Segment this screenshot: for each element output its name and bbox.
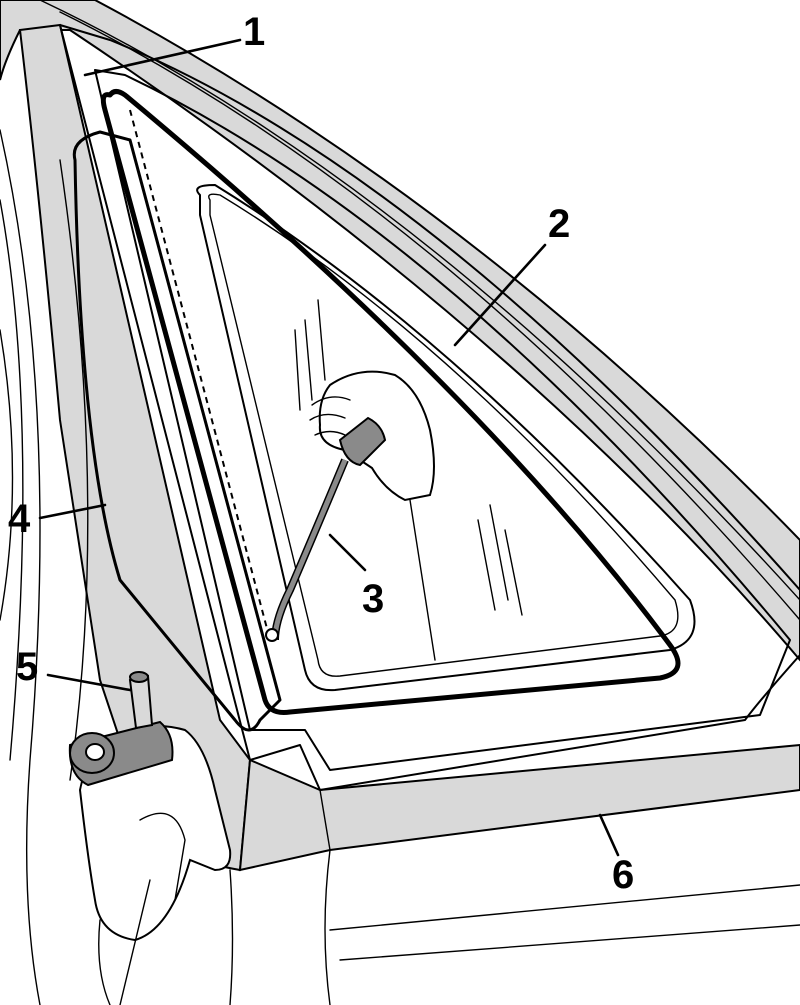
leader-5 <box>46 673 132 692</box>
thumb-outline <box>139 812 186 901</box>
window-assembly <box>59 24 800 791</box>
sill-line <box>319 789 331 851</box>
callout-1: 1 <box>243 10 265 54</box>
hand-with-wire-tool <box>265 370 435 642</box>
window-frame-edge <box>94 69 791 771</box>
body-curve-2 <box>0 199 24 761</box>
quarter-panel-line-3 <box>339 924 800 961</box>
cable-down <box>119 879 151 1005</box>
roof-line-inner-2 <box>59 11 800 621</box>
leader-2 <box>453 243 547 347</box>
finger-2 <box>309 413 346 421</box>
glass-inner-edge <box>208 193 679 677</box>
leader-3 <box>328 533 367 572</box>
wire-cable-fill <box>272 459 348 641</box>
wire-end <box>265 628 279 642</box>
leader-lines <box>38 38 620 857</box>
callout-5: 5 <box>16 645 38 689</box>
window-frame-outer <box>59 24 800 791</box>
leader-1 <box>83 38 242 77</box>
tool-handle <box>338 416 387 467</box>
body-curve-3 <box>0 329 14 621</box>
finger-1 <box>311 396 351 406</box>
wrist-line <box>98 919 111 1005</box>
roof-pillar-band <box>0 0 800 662</box>
callout-4: 4 <box>8 497 31 541</box>
trim-cord <box>72 130 282 732</box>
callout-6: 6 <box>612 853 634 897</box>
cut-line <box>129 109 271 641</box>
t-handle-tip <box>129 671 149 683</box>
quarter-panel-line <box>324 849 331 1005</box>
quarter-panel-line-2 <box>329 884 800 931</box>
finger-3 <box>314 430 346 436</box>
wrist-line-2 <box>229 869 234 1005</box>
body-curve-4 <box>59 159 89 781</box>
body-curve-1 <box>0 129 41 1005</box>
leader-6 <box>598 813 620 857</box>
t-handle-hole <box>85 743 105 761</box>
glass-reflections <box>294 299 523 661</box>
lower-sill-band <box>238 743 800 872</box>
callout-2: 2 <box>548 202 570 246</box>
leader-4 <box>38 503 107 520</box>
callout-3: 3 <box>362 577 384 621</box>
glass-pane <box>196 184 696 692</box>
hand-with-t-handle <box>68 671 234 1005</box>
window-seal <box>100 89 681 715</box>
callout-labels: 1 2 3 4 5 6 <box>8 10 634 897</box>
